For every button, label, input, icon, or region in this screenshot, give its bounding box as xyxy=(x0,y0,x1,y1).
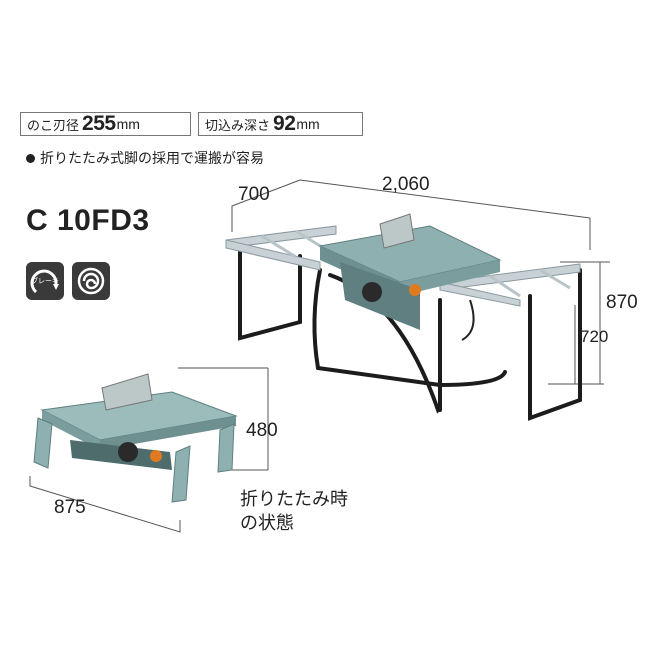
spiral-icon xyxy=(77,267,105,295)
feature-text: 折りたたみ式脚の採用で運搬が容易 xyxy=(40,151,264,167)
spin-badge xyxy=(72,262,110,300)
folded-caption: 折りたたみ時 の状態 xyxy=(240,488,348,536)
folded-caption-line1: 折りたたみ時 xyxy=(240,489,348,510)
dimension-lines xyxy=(29,179,610,533)
dim-width: 2,060 xyxy=(382,174,430,195)
folded-caption-line2: の状態 xyxy=(240,513,294,534)
table-saw-extended xyxy=(225,213,582,421)
bullet-dot-icon xyxy=(26,154,35,163)
table-saw-folded xyxy=(33,373,238,503)
dim-height-table: 720 xyxy=(580,327,609,346)
model-name: C 10FD3 xyxy=(26,204,150,237)
spec-cutting-depth: 切込み深さ 92 mm xyxy=(198,112,363,136)
brake-badge-label: ブレーキ xyxy=(31,276,59,285)
spec-blade-diameter: のこ刃径 255 mm xyxy=(20,112,191,136)
spec-blade-diameter-unit: mm xyxy=(116,116,140,132)
dim-folded-width: 875 xyxy=(54,497,86,518)
dim-height-total: 870 xyxy=(606,292,638,313)
brake-badge: ブレーキ xyxy=(26,262,64,300)
spec-cutting-depth-value: 92 xyxy=(273,112,296,135)
dim-folded-height: 480 xyxy=(246,420,278,441)
brake-icon: ブレーキ xyxy=(30,269,59,294)
dim-depth: 700 xyxy=(238,184,270,205)
spec-blade-diameter-label: のこ刃径 xyxy=(27,118,80,134)
spec-cutting-depth-unit: mm xyxy=(296,116,320,132)
spec-blade-diameter-value: 255 xyxy=(82,112,116,135)
feature-bullet: 折りたたみ式脚の採用で運搬が容易 xyxy=(26,148,264,168)
spec-cutting-depth-label: 切込み深さ xyxy=(205,118,271,134)
